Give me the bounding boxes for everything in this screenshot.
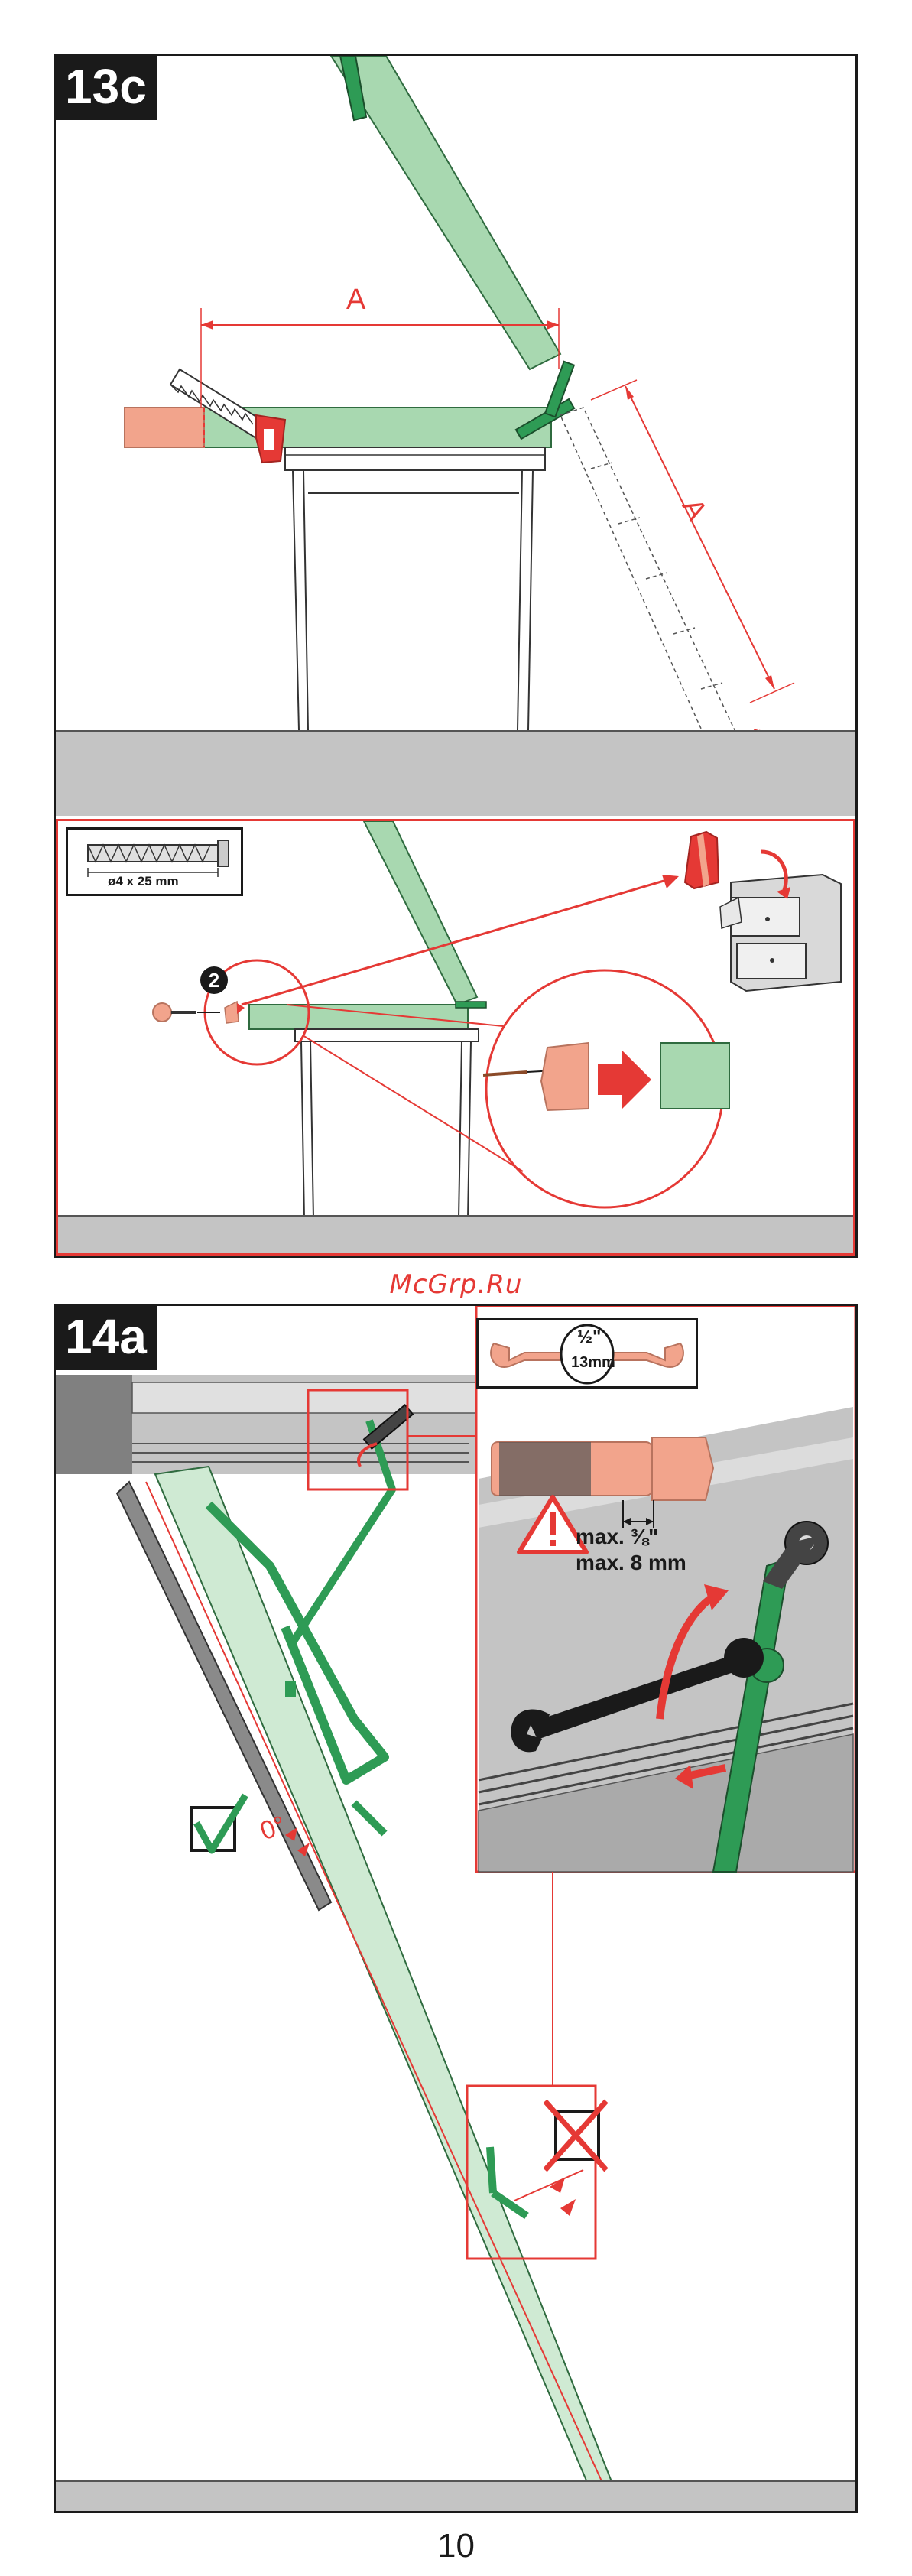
step-13c-illustration — [56, 56, 855, 820]
max-inch-label: max. ⅜" — [576, 1525, 658, 1549]
step-14a-panel: 14a — [54, 1304, 858, 2513]
floor — [56, 730, 855, 816]
watermark: McGrp.Ru — [0, 1269, 912, 1300]
cross-icon — [545, 2101, 606, 2170]
floor — [56, 2480, 855, 2511]
wrench-size-box: ½" 13mm — [476, 1318, 698, 1389]
step-14a-illustration — [56, 1306, 855, 2511]
step-label-14a: 14a — [56, 1306, 157, 1370]
saw-offcut-sub-panel: ø4 x 25 mm 2 — [56, 819, 855, 1256]
step-13c-panel: 13c — [54, 54, 858, 1258]
checkmark-icon — [192, 1795, 245, 1850]
floor — [58, 1215, 853, 1253]
drawer-cabinet-icon — [685, 832, 841, 991]
screw-spec-box: ø4 x 25 mm — [66, 827, 243, 896]
step-marker-2: 2 — [200, 966, 228, 994]
page-number: 10 — [0, 2527, 912, 2565]
max-mm-label: max. 8 mm — [576, 1551, 686, 1575]
dimension-label-a-horizontal: A — [346, 284, 365, 317]
wrench-size-inch: ½" — [577, 1327, 601, 1348]
screw-spec-label: ø4 x 25 mm — [108, 874, 179, 889]
step-label-13c: 13c — [56, 56, 157, 120]
wrench-size-mm: 13mm — [571, 1354, 615, 1372]
screw-icon — [153, 1003, 220, 1022]
